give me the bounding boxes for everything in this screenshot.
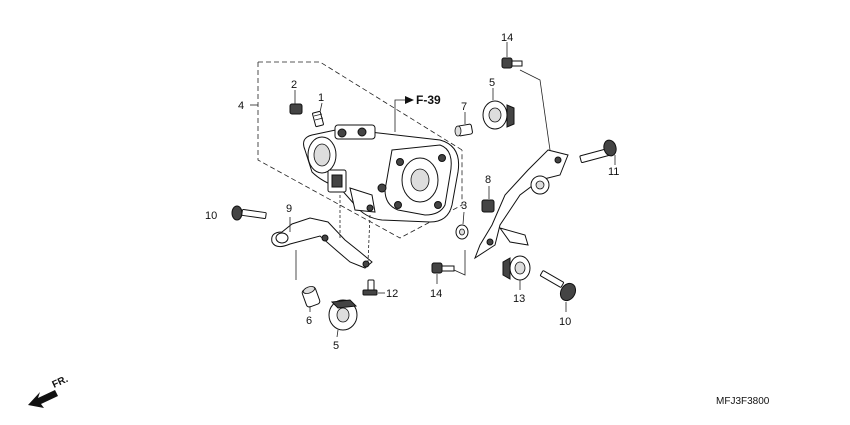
grommet-part-13	[502, 255, 531, 290]
front-direction-arrow	[28, 390, 58, 408]
callout-4: 4	[238, 100, 244, 112]
collar-part-7	[454, 112, 473, 137]
front-label: FR.	[51, 374, 70, 391]
assembly-outline	[250, 61, 463, 239]
callout-5-bottom: 5	[333, 340, 339, 352]
right-stay-bracket	[473, 149, 569, 260]
callout-7: 7	[461, 101, 467, 113]
actuator-body	[303, 124, 460, 223]
nut-part-2	[289, 90, 303, 115]
reference-arrow	[394, 96, 414, 132]
callout-8: 8	[485, 174, 491, 186]
callout-5-top: 5	[489, 77, 495, 89]
callout-3: 3	[461, 200, 467, 212]
reference-label: F-39	[416, 93, 441, 107]
callout-11: 11	[608, 166, 619, 178]
drawing-code: MFJ3F3800	[716, 396, 770, 407]
nut-part-8	[481, 186, 495, 213]
callout-6: 6	[306, 315, 312, 327]
bolt-part-11	[579, 139, 617, 165]
bolt-part-10-right	[539, 270, 577, 312]
bolt-part-10-left	[231, 205, 267, 221]
callout-14-bottom: 14	[430, 288, 442, 300]
bolt-part-14-top	[501, 42, 551, 151]
callout-2: 2	[291, 79, 297, 91]
screw-part-12	[362, 279, 385, 296]
callout-10-left: 10	[205, 210, 217, 222]
callout-10-right: 10	[559, 316, 571, 328]
callout-12: 12	[386, 288, 398, 300]
bolt-part-14-bottom	[431, 250, 466, 284]
collar-part-3	[455, 211, 469, 240]
callout-13: 13	[513, 293, 525, 305]
grommet-part-5-top	[482, 88, 515, 130]
collar-part-6	[301, 286, 321, 312]
callout-1: 1	[318, 92, 324, 104]
grommet-part-5-bottom	[328, 299, 358, 338]
left-stay-part-9	[271, 195, 373, 280]
callout-9: 9	[286, 203, 292, 215]
screw-part-1	[312, 102, 324, 128]
callout-14-top: 14	[501, 32, 513, 44]
